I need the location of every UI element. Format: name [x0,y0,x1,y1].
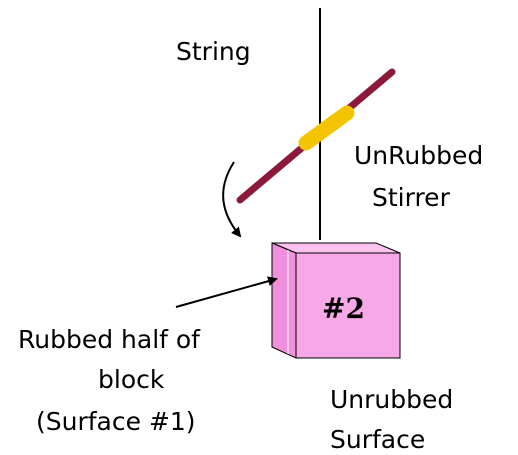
rubbed-pointer-arrow [175,276,278,308]
stirrer-label-line1: UnRubbed [354,141,483,170]
unrubbed-label-line1: Unrubbed [330,385,453,414]
block-number-label: #2 [322,292,365,325]
rubbed-label-line1: Rubbed half of [18,325,201,354]
stirrer-band [298,105,355,151]
unrubbed-label-line2: Surface [330,425,425,454]
rotation-arrow [222,161,242,238]
rubbed-label-line3: (Surface #1) [36,407,196,436]
block-front-face [295,252,401,359]
block-rubbed-side-face [271,242,297,359]
string-label: String [176,37,251,66]
stirrer-label-line2: Stirrer [372,183,451,212]
rubbed-label-line2: block [98,365,165,394]
